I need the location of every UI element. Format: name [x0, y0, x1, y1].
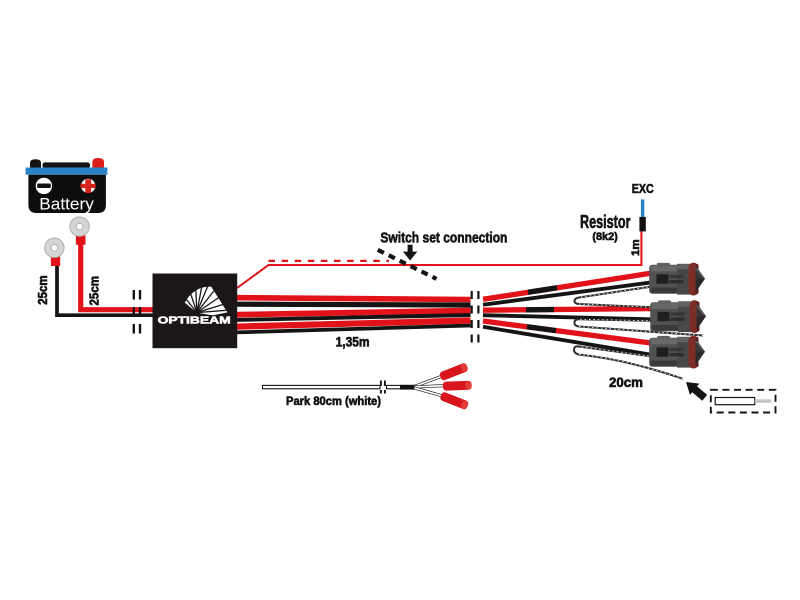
svg-text:1m: 1m: [630, 239, 642, 256]
svg-text:Switch set connection: Switch set connection: [380, 230, 507, 247]
svg-text:(8k2): (8k2): [592, 231, 618, 243]
svg-text:1,35m: 1,35m: [336, 335, 370, 350]
svg-text:OPTIBEAM: OPTIBEAM: [158, 316, 231, 327]
svg-text:EXC: EXC: [632, 181, 654, 196]
svg-text:25cm: 25cm: [88, 276, 102, 306]
svg-text:20cm: 20cm: [609, 375, 643, 390]
svg-text:25cm: 25cm: [36, 275, 50, 305]
svg-text:Battery: Battery: [39, 195, 94, 214]
svg-text:Resistor: Resistor: [580, 212, 631, 232]
svg-text:Park 80cm (white): Park 80cm (white): [286, 396, 381, 408]
